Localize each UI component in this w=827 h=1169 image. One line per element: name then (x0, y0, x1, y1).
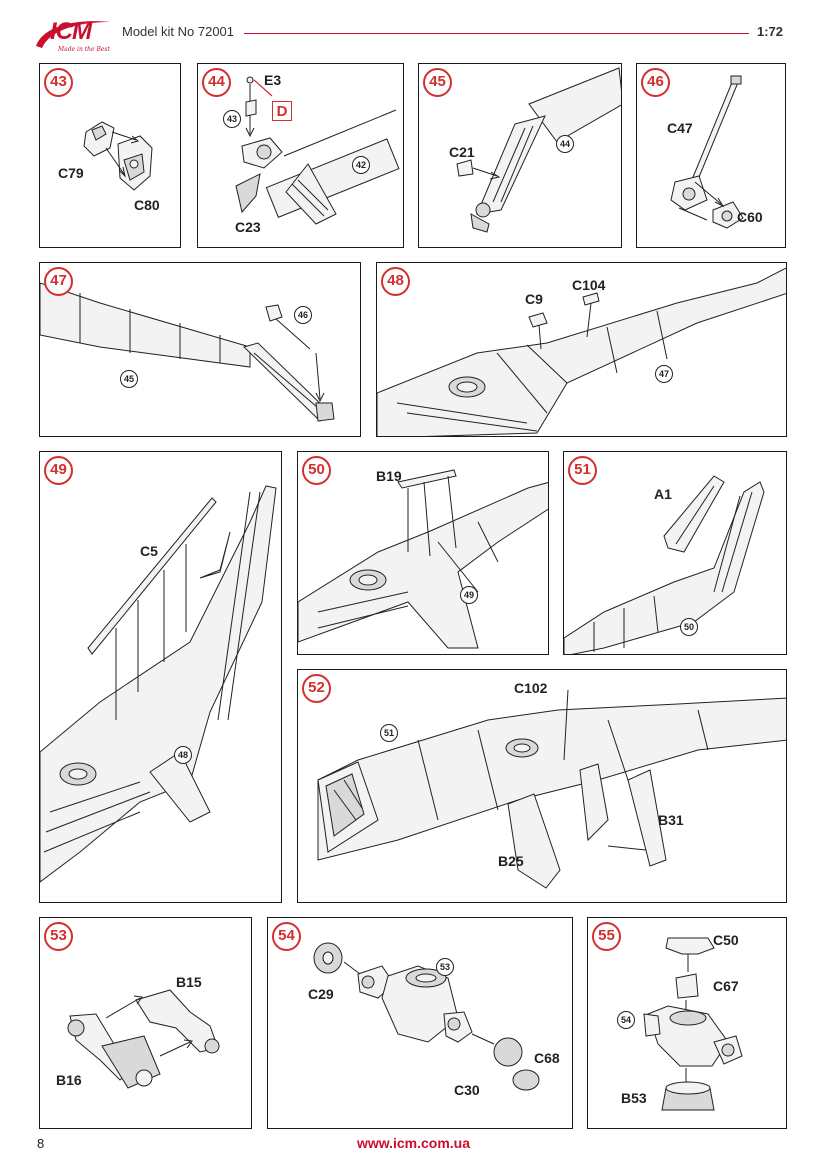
website-link[interactable]: www.icm.com.ua (356, 1135, 471, 1151)
part-label: C29 (308, 986, 334, 1002)
step-ref: 50 (680, 618, 698, 636)
step-ref: 51 (380, 724, 398, 742)
step-54-panel: 54 53 C29 C68 C30 (267, 917, 573, 1129)
part-label: C5 (140, 543, 158, 559)
step-43-panel: 43 C79 C80 (39, 63, 181, 248)
step-55-illustration (643, 937, 743, 1111)
page-number: 8 (37, 1136, 45, 1151)
scale-label: 1:72 (757, 24, 784, 39)
part-label: B31 (658, 812, 684, 828)
step-47-illustration (40, 282, 335, 422)
logo-text: ICM (50, 18, 92, 45)
step-55-panel: 55 C50 C67 54 B53 (587, 917, 787, 1129)
step-51-panel: 51 A1 50 (563, 451, 787, 655)
part-label: B15 (176, 974, 202, 990)
step-44-illustration (235, 76, 400, 225)
part-label: C80 (134, 197, 160, 213)
step-48-illustration (377, 267, 786, 436)
part-label: C67 (713, 978, 739, 994)
part-label: B53 (621, 1090, 647, 1106)
step-number: 43 (44, 68, 73, 97)
step-number: 50 (302, 456, 331, 485)
part-label: C30 (454, 1082, 480, 1098)
step-ref: 54 (617, 1011, 635, 1029)
step-46-illustration (670, 75, 744, 229)
part-label: C21 (449, 144, 475, 160)
step-47-panel: 47 46 45 (39, 262, 361, 437)
step-45-panel: 45 44 C21 (418, 63, 622, 248)
step-51-illustration (564, 475, 765, 654)
part-label: E3 (264, 72, 282, 88)
part-label: C50 (713, 932, 739, 948)
step-ref: 49 (460, 586, 478, 604)
part-label: C60 (737, 209, 763, 225)
step-53-illustration (67, 989, 220, 1089)
step-ref: 46 (294, 306, 312, 324)
step-number: 52 (302, 674, 331, 703)
step-43-illustration (83, 121, 153, 191)
part-label: C68 (534, 1050, 560, 1066)
part-label: B19 (376, 468, 402, 484)
step-ref: 44 (556, 135, 574, 153)
step-49-illustration (40, 485, 277, 883)
part-label: A1 (654, 486, 672, 502)
step-50-panel: 50 B19 49 (297, 451, 549, 655)
step-48-panel: 48 C9 C104 47 (376, 262, 787, 437)
icm-logo: ICM Made in the Best (32, 16, 114, 60)
step-number: 55 (592, 922, 621, 951)
step-49-panel: 49 C5 48 (39, 451, 282, 903)
part-label: C47 (667, 120, 693, 136)
step-number: 51 (568, 456, 597, 485)
step-44-panel: 44 E3 D 43 42 C23 (197, 63, 404, 248)
step-number: 46 (641, 68, 670, 97)
step-number: 44 (202, 68, 231, 97)
step-number: 45 (423, 68, 452, 97)
step-number: 53 (44, 922, 73, 951)
step-50-illustration (298, 469, 548, 649)
part-label: B25 (498, 853, 524, 869)
step-45-illustration (456, 67, 621, 233)
detail-d-box: D (272, 101, 292, 121)
step-number: 54 (272, 922, 301, 951)
step-52-panel: 52 C102 51 B31 B25 (297, 669, 787, 903)
part-label: C79 (58, 165, 84, 181)
step-number: 48 (381, 267, 410, 296)
step-54-illustration (313, 942, 540, 1091)
step-number: 47 (44, 267, 73, 296)
step-ref: 45 (120, 370, 138, 388)
page-header: ICM Made in the Best Model kit No 72001 … (0, 0, 827, 60)
step-ref: 48 (174, 746, 192, 764)
step-53-panel: 53 B15 B16 (39, 917, 252, 1129)
part-label: B16 (56, 1072, 82, 1088)
step-ref: 47 (655, 365, 673, 383)
part-label: C102 (514, 680, 548, 696)
step-52-illustration (317, 689, 786, 889)
kit-title: Model kit No 72001 (122, 24, 235, 39)
step-ref: 42 (352, 156, 370, 174)
part-label: C9 (525, 291, 543, 307)
logo-tagline: Made in the Best (58, 46, 110, 53)
logo-swoosh-icon (36, 21, 110, 48)
step-number: 49 (44, 456, 73, 485)
step-46-panel: 46 C47 C60 (636, 63, 786, 248)
part-label: C104 (572, 277, 606, 293)
header-divider (244, 33, 749, 34)
step-ref: 43 (223, 110, 241, 128)
step-ref: 53 (436, 958, 454, 976)
part-label: C23 (235, 219, 261, 235)
